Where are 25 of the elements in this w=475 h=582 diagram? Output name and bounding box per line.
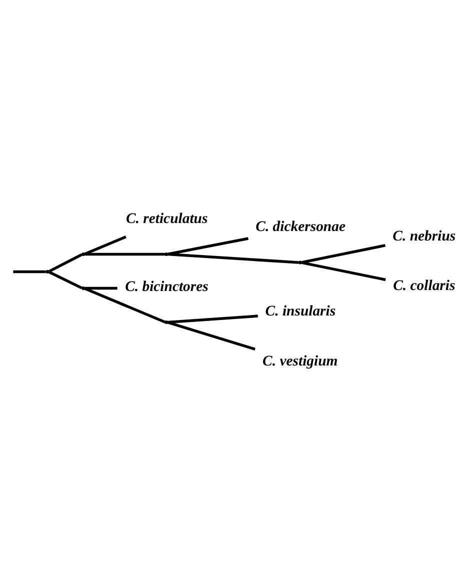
node-point [46, 269, 50, 274]
node-point [164, 320, 168, 324]
node-text: C. dickersonae [256, 218, 346, 235]
node-text: C. nebrius [392, 228, 456, 244]
connector [168, 236, 249, 255]
connector [48, 252, 82, 272]
node-text: C. insularis [265, 303, 336, 320]
node-text: C. bicinctores [125, 278, 208, 294]
node-text: C. reticulatus [126, 210, 208, 226]
connector [168, 320, 256, 350]
connector [13, 270, 46, 273]
node-text: C. vestigium [262, 352, 338, 369]
connector [84, 252, 166, 256]
node-point [298, 260, 302, 264]
connector [302, 244, 386, 264]
connector [84, 286, 166, 323]
connector [84, 286, 118, 290]
connector [168, 252, 299, 264]
node-point [82, 252, 86, 256]
connector [302, 260, 386, 281]
connector [84, 235, 126, 255]
node-point [82, 286, 86, 290]
connector [48, 270, 82, 289]
connector [168, 314, 258, 324]
node-text: C. collaris [393, 277, 456, 294]
